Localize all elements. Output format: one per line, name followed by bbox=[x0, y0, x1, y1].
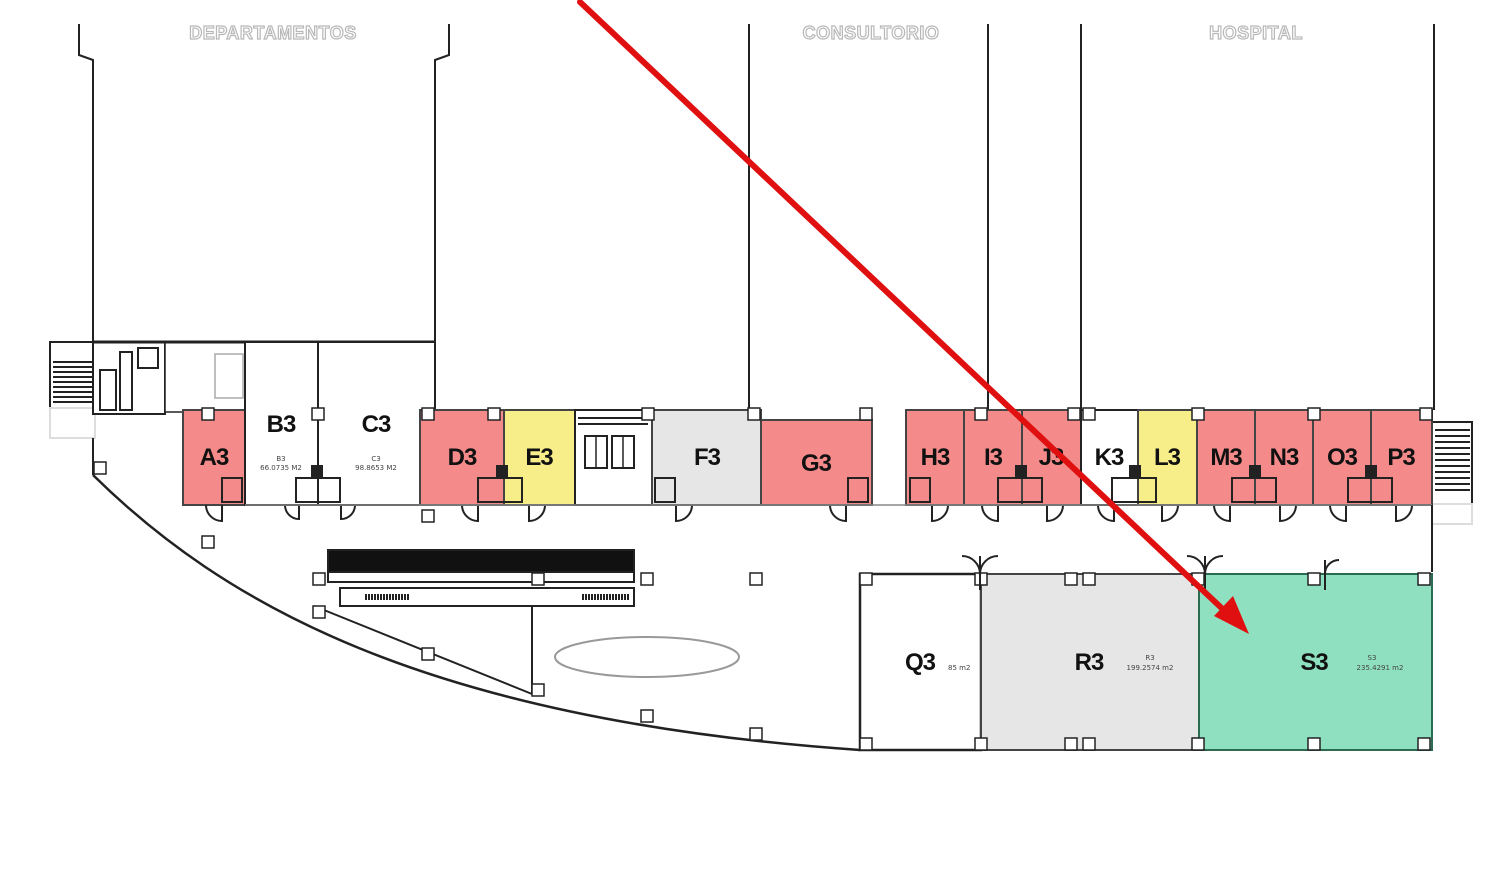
unit-r3-code: R3 bbox=[1145, 654, 1154, 662]
unit-Q3[interactable]: Q3 85 m2 bbox=[858, 572, 983, 752]
unit-N3[interactable]: N3 bbox=[1254, 409, 1314, 506]
unit-S3[interactable]: S3 S3 235.4291 m2 bbox=[1198, 573, 1433, 751]
unit-s3-label: S3 bbox=[1300, 649, 1328, 676]
right-stair-core bbox=[1431, 421, 1473, 525]
unit-c3-label: C3 bbox=[362, 411, 391, 438]
unit-q3-area-text: 85 m2 bbox=[948, 664, 970, 672]
unit-o3-area bbox=[1312, 409, 1372, 506]
pointer-arrow-head bbox=[1214, 596, 1249, 634]
unit-n3-label: N3 bbox=[1270, 444, 1299, 471]
unit-K3[interactable]: K3 bbox=[1080, 409, 1139, 506]
unit-p3-area bbox=[1370, 409, 1433, 506]
unit-I3[interactable]: I3 bbox=[963, 409, 1023, 506]
unit-d3-label: D3 bbox=[448, 444, 477, 471]
unit-f3-label: F3 bbox=[694, 444, 721, 471]
unit-O3[interactable]: O3 bbox=[1312, 409, 1372, 506]
unit-e3-label: E3 bbox=[525, 444, 553, 471]
unit-F3[interactable]: F3 bbox=[651, 409, 762, 506]
unit-l3-label: L3 bbox=[1154, 444, 1181, 471]
unit-C3[interactable]: C3 C3 98.8653 M2 bbox=[317, 341, 436, 506]
unit-a3-label: A3 bbox=[200, 444, 229, 471]
unit-s3-code: S3 bbox=[1368, 654, 1377, 662]
unit-B3[interactable]: B3 B3 66.0735 M2 bbox=[244, 341, 319, 506]
unit-D3[interactable]: D3 bbox=[419, 409, 505, 506]
unit-A3[interactable]: A3 bbox=[182, 409, 246, 506]
unit-m3-area bbox=[1196, 409, 1256, 506]
pointer-arrow bbox=[577, 0, 1249, 634]
unit-n3-area bbox=[1254, 409, 1314, 506]
unit-q3-area bbox=[858, 572, 983, 752]
unit-h3-label: H3 bbox=[921, 444, 950, 471]
zone-label-consultorio: CONSULTORIO bbox=[803, 23, 940, 43]
unit-E3[interactable]: E3 bbox=[503, 409, 576, 506]
unit-o3-label: O3 bbox=[1327, 444, 1358, 471]
unit-p3-label: P3 bbox=[1387, 444, 1415, 471]
door-swings bbox=[205, 504, 1413, 523]
unit-g3-area bbox=[760, 419, 873, 506]
zone-label-hospital: HOSPITAL bbox=[1209, 23, 1303, 43]
unit-H3[interactable]: H3 bbox=[905, 409, 965, 506]
zone-label-departamentos: DEPARTAMENTOS bbox=[189, 23, 357, 43]
unit-i3-area bbox=[963, 409, 1023, 506]
unit-r3-area-text: 199.2574 m2 bbox=[1127, 664, 1174, 672]
unit-r3-label: R3 bbox=[1075, 649, 1104, 676]
unit-m3-label: M3 bbox=[1210, 444, 1242, 471]
unit-P3[interactable]: P3 bbox=[1370, 409, 1433, 506]
unit-q3-label: Q3 bbox=[905, 649, 936, 676]
unit-c3-code: C3 bbox=[371, 455, 380, 463]
central-elevators bbox=[574, 409, 653, 506]
unit-L3[interactable]: L3 bbox=[1137, 409, 1198, 506]
unit-b3-area-text: 66.0735 M2 bbox=[260, 464, 302, 472]
unit-M3[interactable]: M3 bbox=[1196, 409, 1256, 506]
lower-door-swings bbox=[961, 555, 1340, 590]
unit-g3-label: G3 bbox=[801, 450, 832, 477]
unit-G3[interactable]: G3 bbox=[760, 419, 873, 506]
unit-R3[interactable]: R3 R3 199.2574 m2 bbox=[980, 573, 1200, 751]
unit-b3-code: B3 bbox=[276, 455, 285, 463]
column-markers-bottom bbox=[859, 572, 1431, 751]
left-stair-core bbox=[49, 340, 435, 439]
unit-b3-label: B3 bbox=[267, 411, 296, 438]
column-markers-top bbox=[201, 407, 1433, 421]
escalator-bank bbox=[313, 549, 635, 695]
unit-s3-area-text: 235.4291 m2 bbox=[1357, 664, 1404, 672]
unit-s3-area bbox=[1198, 573, 1433, 751]
unit-k3-label: K3 bbox=[1095, 444, 1124, 471]
toilet-fixtures bbox=[221, 465, 1393, 503]
plaza-columns bbox=[93, 461, 763, 741]
pointer-arrow-line bbox=[577, 0, 1233, 619]
unit-i3-label: I3 bbox=[984, 444, 1003, 471]
unit-c3-area-text: 98.8653 M2 bbox=[355, 464, 397, 472]
atrium-fountain bbox=[554, 636, 740, 678]
tower-outlines bbox=[78, 24, 1435, 410]
